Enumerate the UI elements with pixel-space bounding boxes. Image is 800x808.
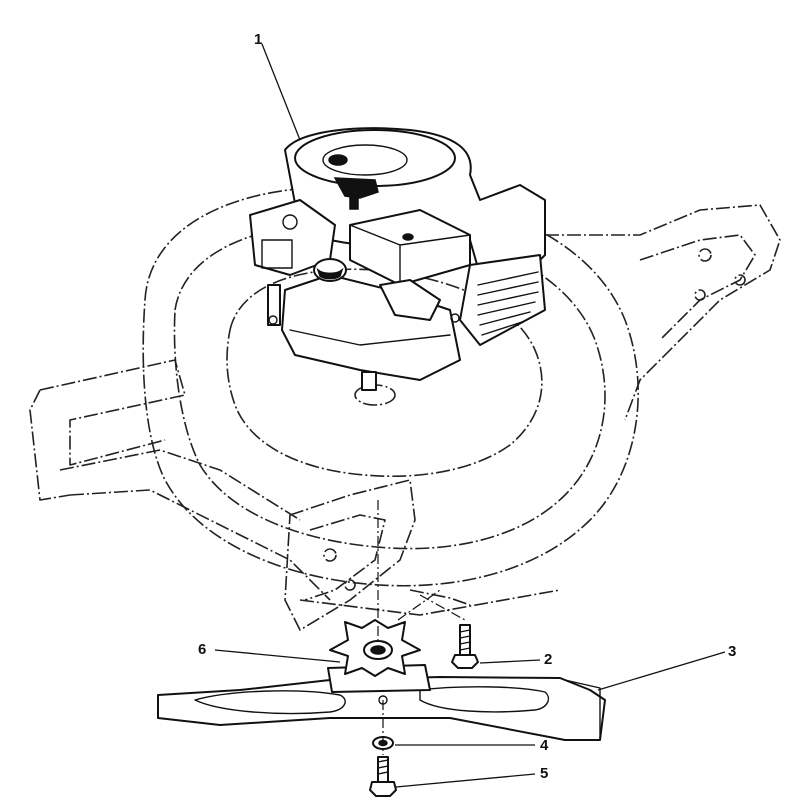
callout-5: 5	[540, 765, 548, 782]
blade-adapter	[329, 619, 421, 677]
blade-bolt	[369, 756, 397, 797]
assembly-lines	[377, 500, 466, 755]
engine	[249, 127, 546, 391]
blade-bolt-hex	[451, 624, 479, 669]
blade-assembly	[157, 619, 606, 797]
callout-1: 1	[254, 31, 262, 48]
leader-lines	[214, 43, 726, 788]
callout-3: 3	[728, 643, 736, 660]
callout-2: 2	[544, 651, 552, 668]
cylinder-fins	[459, 254, 546, 346]
callout-labels: 1 2 3 4 5 6	[198, 31, 736, 782]
callout-4: 4	[540, 737, 549, 754]
callout-6: 6	[198, 641, 206, 658]
